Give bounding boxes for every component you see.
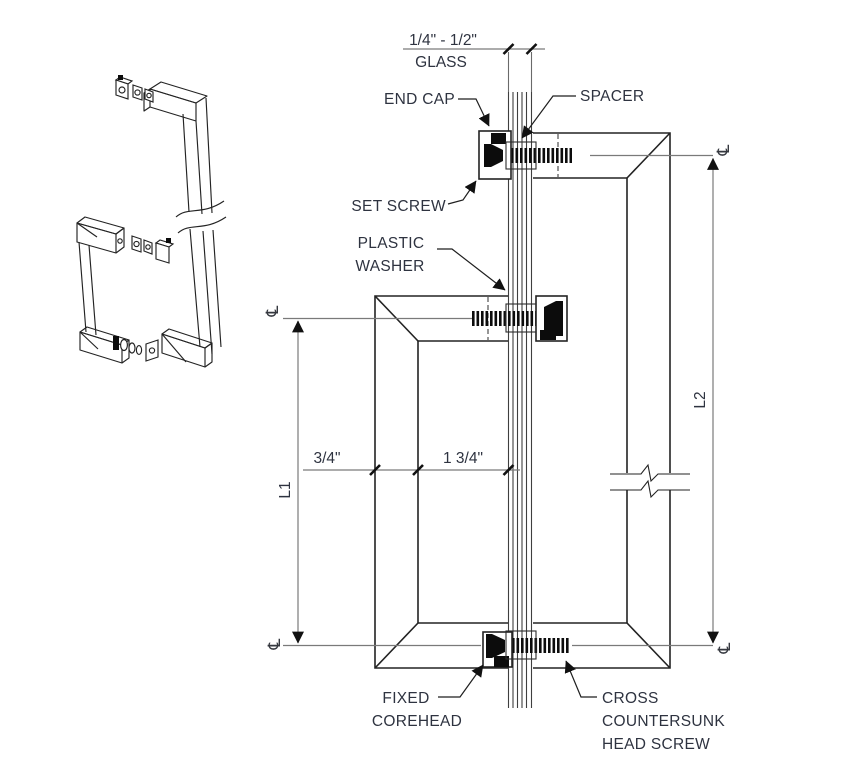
part-labels: END CAP SPACER SET SCREW PLASTIC WASHER … <box>351 88 725 753</box>
iso-fasteners-bottom <box>113 336 159 362</box>
iso-short-handle-bar <box>78 241 97 336</box>
middle-fixing <box>472 295 568 342</box>
centerline-symbol: ℄ <box>715 642 735 654</box>
break-symbol <box>610 463 690 483</box>
spacer-part <box>505 141 537 170</box>
plastic-washer-part <box>505 303 537 333</box>
countersunk-head <box>484 144 503 167</box>
dim-offset-tube-label: 3/4" <box>313 450 340 467</box>
glass-pane <box>507 52 533 708</box>
label-spacer: SPACER <box>580 88 644 105</box>
iso-short-handle-top-end <box>76 216 125 254</box>
break-symbol <box>610 479 690 499</box>
left-handle-profile <box>374 295 508 669</box>
set-screw-part <box>491 133 506 144</box>
iso-long-handle-bar <box>175 97 227 355</box>
bottom-fixing <box>482 630 570 668</box>
right-handle-profile <box>533 132 690 669</box>
iso-fasteners-middle <box>131 235 175 264</box>
label-cross-screw-line1: CROSS <box>602 690 659 707</box>
iso-break-line <box>175 200 225 218</box>
label-set-screw: SET SCREW <box>351 198 446 215</box>
exploded-isometric-view <box>76 75 227 368</box>
label-plastic-washer-line2: WASHER <box>355 258 424 275</box>
dimension-glass-thickness: 1/4" - 1/2" GLASS <box>403 32 545 71</box>
dim-offset-glass-label: 1 3/4" <box>443 450 483 467</box>
label-cross-screw-line3: HEAD SCREW <box>602 736 710 753</box>
centerline-symbols: ℄ ℄ ℄ ℄ <box>263 144 735 654</box>
iso-break-line <box>177 216 227 234</box>
dim-glass-thickness-label: 1/4" - 1/2" <box>409 32 477 49</box>
label-fixed-corehead-line1: FIXED <box>382 690 429 707</box>
dimension-l2: L2 <box>692 157 719 644</box>
centerline-symbol: ℄ <box>265 638 285 650</box>
dim-l2-label: L2 <box>692 391 709 408</box>
iso-fasteners-top <box>114 75 154 103</box>
fixed-corehead-part <box>486 634 505 658</box>
iso-long-handle-top-arm <box>149 81 208 104</box>
spacer-part <box>505 630 537 660</box>
dim-glass-label: GLASS <box>415 54 467 71</box>
centerlines <box>283 154 713 647</box>
dim-l1-label: L1 <box>277 481 294 498</box>
countersunk-head <box>544 301 563 336</box>
label-plastic-washer-line1: PLASTIC <box>358 235 425 252</box>
set-screw-part <box>540 330 556 340</box>
dimension-offsets: 3/4" 1 3/4" <box>303 450 520 476</box>
centerline-symbol: ℄ <box>714 144 734 156</box>
label-fixed-corehead-line2: COREHEAD <box>372 713 462 730</box>
dimension-l1: L1 <box>277 320 304 644</box>
top-fixing <box>478 130 572 180</box>
iso-long-handle-bottom-end <box>161 328 213 368</box>
centerline-symbol: ℄ <box>263 305 283 317</box>
label-cross-screw-line2: COUNTERSUNK <box>602 713 725 730</box>
label-end-cap: END CAP <box>384 91 455 108</box>
